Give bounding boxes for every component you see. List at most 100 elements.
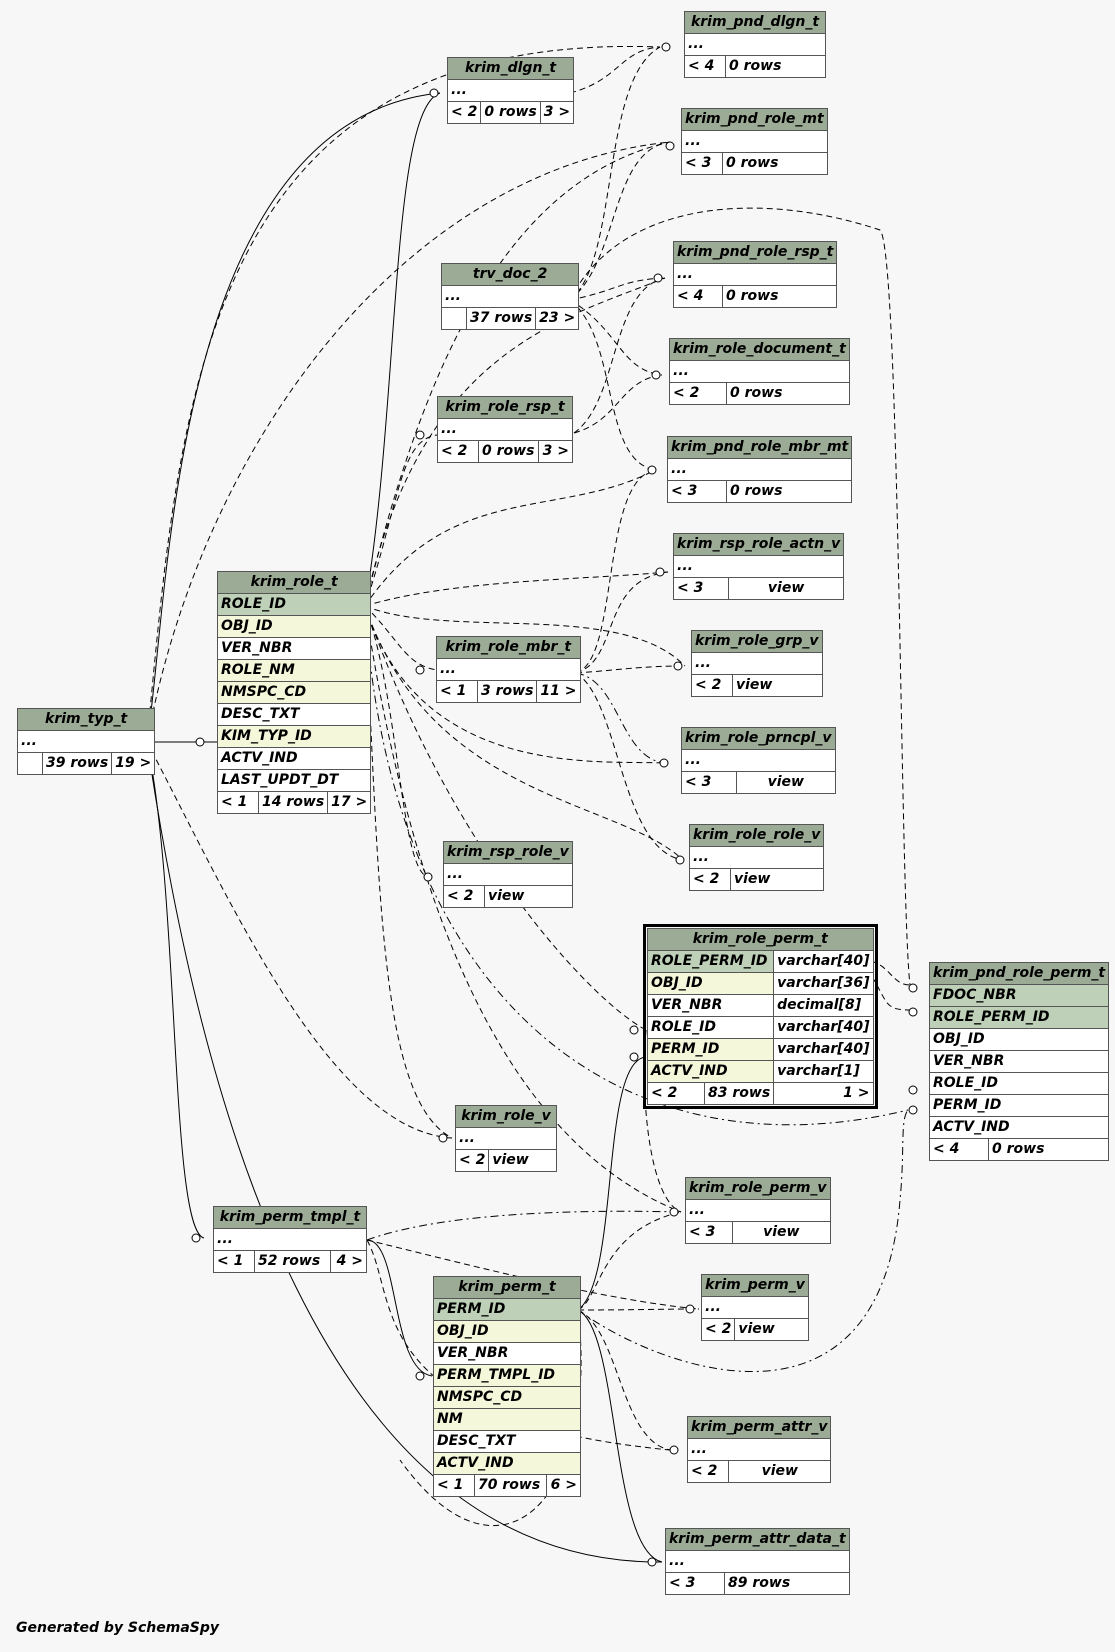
- row-count: 0 rows: [477, 440, 540, 463]
- column-row: ACTV_IND: [928, 1116, 1110, 1139]
- table-name: krim_role_prncpl_v: [681, 727, 836, 750]
- column-row: LAST_UPDT_DT: [216, 769, 372, 792]
- column-row: OBJ_ID: [928, 1028, 1110, 1051]
- table-name: krim_pnd_dlgn_t: [684, 11, 826, 34]
- table-name: krim_perm_tmpl_t: [213, 1206, 367, 1229]
- table-krim-pnd-role-perm-t[interactable]: krim_pnd_role_perm_t FDOC_NBR ROLE_PERM_…: [928, 962, 1110, 1161]
- columns-placeholder: ...: [436, 658, 581, 681]
- column-type: varchar[40]: [773, 1038, 874, 1061]
- parents-count: < 4: [929, 1138, 989, 1161]
- parents-count: < 2: [647, 1082, 705, 1105]
- row-count: view: [736, 771, 836, 794]
- table-name: krim_perm_t: [433, 1276, 581, 1299]
- parents-count: [441, 307, 467, 330]
- column-row: PERM_ID: [433, 1298, 581, 1321]
- column-row: PERM_ID: [928, 1094, 1110, 1117]
- row-count: 0 rows: [725, 480, 853, 503]
- parents-count: < 2: [691, 674, 733, 697]
- table-name: krim_role_role_v: [688, 824, 825, 847]
- children-count: 4 >: [329, 1250, 368, 1273]
- parents-count: < 2: [689, 868, 731, 891]
- column-type: varchar[1]: [773, 1060, 874, 1083]
- table-krim-role-t[interactable]: krim_role_t ROLE_ID OBJ_ID VER_NBR ROLE_…: [216, 571, 372, 814]
- columns-placeholder: ...: [685, 1199, 831, 1222]
- parents-count: < 2: [454, 1149, 490, 1172]
- parents-count: < 3: [681, 152, 723, 175]
- column-type: decimal[8]: [773, 994, 874, 1017]
- table-name: krim_role_document_t: [669, 338, 850, 361]
- column-row: NMSPC_CD: [216, 681, 372, 704]
- column-name: ACTV_IND: [646, 1060, 775, 1083]
- table-krim-perm-t[interactable]: krim_perm_t PERM_ID OBJ_ID VER_NBR PERM_…: [433, 1276, 581, 1497]
- generated-by-footer: Generated by SchemaSpy: [16, 1620, 220, 1636]
- children-count: 3 >: [539, 101, 575, 124]
- parents-count: [17, 752, 43, 775]
- parents-count: < 1: [433, 1474, 475, 1497]
- row-count: 14 rows: [257, 791, 329, 814]
- parents-count: < 3: [681, 771, 737, 794]
- parents-count: < 1: [436, 680, 478, 703]
- parents-count: < 2: [443, 885, 485, 908]
- column-name: ROLE_ID: [646, 1016, 775, 1039]
- columns-placeholder: ...: [684, 33, 826, 56]
- column-row: KIM_TYP_ID: [216, 725, 372, 748]
- columns-placeholder: ...: [681, 130, 828, 153]
- row-count: 39 rows: [41, 752, 113, 775]
- column-row: OBJ_ID: [433, 1320, 581, 1343]
- table-name: krim_pnd_role_mbr_mt: [666, 436, 853, 459]
- column-row: OBJ_ID: [216, 615, 372, 638]
- row-count: view: [732, 674, 823, 697]
- row-count: 70 rows: [474, 1474, 547, 1497]
- row-count: 52 rows: [254, 1250, 331, 1273]
- row-count: view: [734, 1318, 809, 1341]
- column-row: VER_NBR: [433, 1342, 581, 1365]
- columns-placeholder: ...: [16, 730, 156, 753]
- column-row: VER_NBR: [928, 1050, 1110, 1073]
- column-row: DESC_TXT: [216, 703, 372, 726]
- table-name: krim_pnd_role_rsp_t: [672, 241, 838, 264]
- columns-placeholder: ...: [213, 1228, 367, 1251]
- parents-count: < 3: [667, 480, 727, 503]
- row-count: view: [729, 868, 825, 891]
- table-name: krim_role_t: [216, 571, 372, 594]
- columns-placeholder: ...: [443, 863, 573, 886]
- table-name: krim_dlgn_t: [446, 57, 575, 80]
- row-count: view: [732, 1221, 831, 1244]
- children-count: 11 >: [536, 680, 581, 703]
- parents-count: < 3: [685, 1221, 733, 1244]
- row-count: 3 rows: [476, 680, 538, 703]
- table-name: krim_perm_attr_v: [686, 1416, 832, 1439]
- columns-placeholder: ...: [681, 749, 836, 772]
- column-row: NMSPC_CD: [433, 1386, 581, 1409]
- table-name: krim_typ_t: [16, 708, 156, 731]
- parents-count: < 4: [684, 55, 726, 78]
- row-count: 37 rows: [465, 307, 537, 330]
- column-row: ROLE_NM: [216, 659, 372, 682]
- table-name: trv_doc_2: [440, 263, 580, 286]
- parents-count: < 2: [446, 101, 482, 124]
- column-type: varchar[40]: [773, 1016, 874, 1039]
- columns-placeholder: ...: [686, 1438, 832, 1461]
